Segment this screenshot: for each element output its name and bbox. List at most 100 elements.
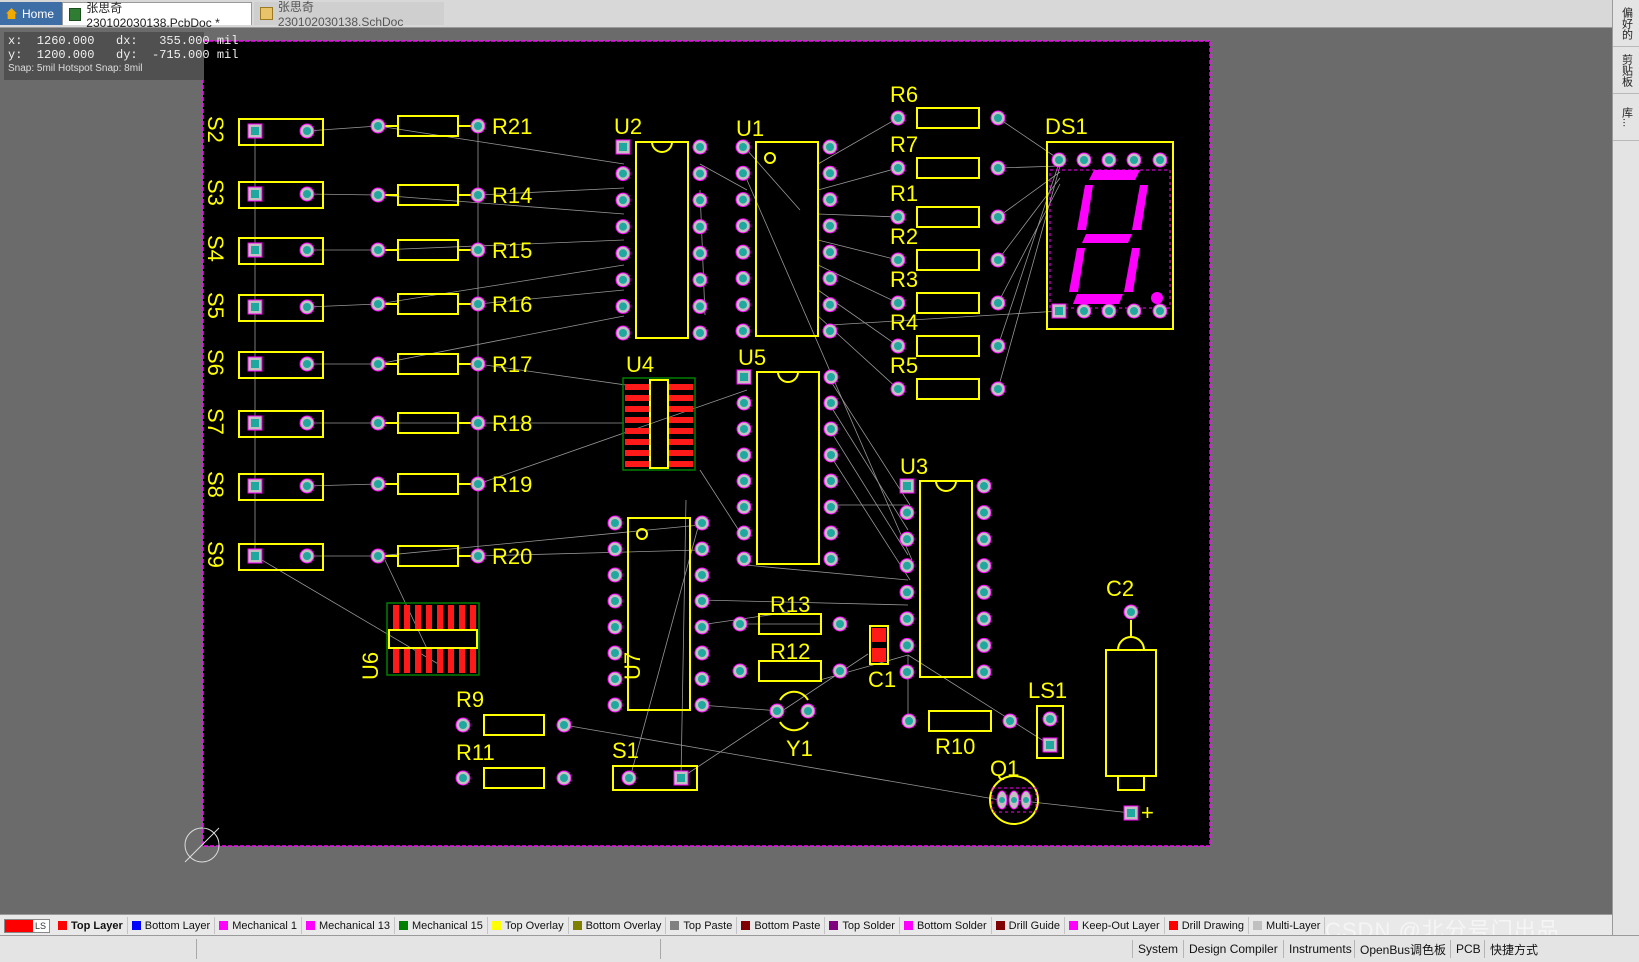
ds1-pin[interactable] (1076, 152, 1092, 168)
ic-pin[interactable] (823, 395, 839, 411)
ic-pin[interactable] (823, 473, 839, 489)
resistor-pad[interactable] (370, 548, 386, 564)
ds1-pin[interactable] (1076, 303, 1092, 319)
ic-pin[interactable] (694, 593, 710, 609)
smd-pad[interactable] (669, 406, 693, 412)
ds1-pin[interactable] (1051, 303, 1067, 319)
smd-pad[interactable] (669, 417, 693, 423)
ic-pin[interactable] (607, 645, 623, 661)
resistor-pad[interactable] (890, 381, 906, 397)
smd-pad[interactable] (393, 605, 399, 629)
smd-pad[interactable] (437, 605, 443, 629)
ds1-pin[interactable] (1152, 303, 1168, 319)
side-panel-clipboard[interactable]: 剪贴板 (1613, 47, 1639, 94)
resistor-pad[interactable] (732, 663, 748, 679)
smd-pad[interactable] (437, 649, 443, 673)
resistor-pad[interactable] (990, 209, 1006, 225)
ic-pin[interactable] (694, 671, 710, 687)
switch-pad-2[interactable] (299, 123, 315, 139)
smd-pad[interactable] (669, 384, 693, 390)
resistor-pad[interactable] (732, 616, 748, 632)
y1-pin[interactable] (800, 703, 816, 719)
switch-pad-1[interactable] (247, 415, 263, 431)
ic-pin[interactable] (735, 218, 751, 234)
smd-pad[interactable] (625, 384, 649, 390)
ic-pin[interactable] (735, 165, 751, 181)
ic-pin[interactable] (976, 505, 992, 521)
smd-pad[interactable] (459, 649, 465, 673)
resistor-pad[interactable] (470, 296, 486, 312)
status-shortcuts-button[interactable]: 快捷方式 (1484, 940, 1543, 958)
ic-pin[interactable] (607, 671, 623, 687)
ic-pin[interactable] (899, 637, 915, 653)
c2-pin[interactable] (1123, 805, 1139, 821)
smd-pad[interactable] (625, 461, 649, 467)
smd-pad[interactable] (669, 395, 693, 401)
switch-pad-2[interactable] (299, 548, 315, 564)
resistor-pad[interactable] (556, 770, 572, 786)
ic-pin[interactable] (615, 325, 631, 341)
smd-pad[interactable] (404, 605, 410, 629)
ic-pin[interactable] (822, 218, 838, 234)
layer-tab-top-layer[interactable]: Top Layer (54, 917, 128, 934)
resistor-pad[interactable] (990, 252, 1006, 268)
layer-tab-drill-drawing[interactable]: Drill Drawing (1165, 917, 1250, 934)
ic-pin[interactable] (823, 447, 839, 463)
ds1-pin[interactable] (1051, 152, 1067, 168)
smd-pad[interactable] (459, 605, 465, 629)
ic-pin[interactable] (822, 165, 838, 181)
c2-pin[interactable] (1123, 604, 1139, 620)
ic-pin[interactable] (735, 270, 751, 286)
ic-pin[interactable] (736, 473, 752, 489)
resistor-pad[interactable] (455, 717, 471, 733)
ic-pin[interactable] (822, 270, 838, 286)
ic-pin[interactable] (976, 611, 992, 627)
tab-home[interactable]: Home (0, 2, 62, 25)
resistor-pad[interactable] (832, 663, 848, 679)
ic-pin[interactable] (615, 298, 631, 314)
ic-pin[interactable] (694, 567, 710, 583)
resistor-pad[interactable] (556, 717, 572, 733)
ic-pin[interactable] (823, 551, 839, 567)
ic-pin[interactable] (735, 297, 751, 313)
ic-pin[interactable] (694, 697, 710, 713)
smd-pad[interactable] (625, 439, 649, 445)
ic-pin[interactable] (607, 515, 623, 531)
ds1-pin[interactable] (1101, 152, 1117, 168)
side-panel-favorites[interactable]: 偏好的 (1613, 0, 1639, 47)
resistor-pad[interactable] (890, 110, 906, 126)
switch-pad-1[interactable] (247, 242, 263, 258)
status-pcb-button[interactable]: PCB (1450, 940, 1486, 958)
switch-pad-1[interactable] (247, 548, 263, 564)
smd-pad[interactable] (404, 649, 410, 673)
resistor-pad[interactable] (455, 770, 471, 786)
layer-tab-mechanical-13[interactable]: Mechanical 13 (302, 917, 395, 934)
ic-pin[interactable] (736, 395, 752, 411)
resistor-pad[interactable] (470, 548, 486, 564)
ic-pin[interactable] (976, 531, 992, 547)
resistor-pad[interactable] (470, 187, 486, 203)
current-layer-indicator[interactable]: LS (4, 918, 50, 933)
ic-pin[interactable] (899, 558, 915, 574)
resistor-pad[interactable] (890, 295, 906, 311)
tab-pcb-document[interactable]: 张思奇230102030138.PcbDoc * (62, 1, 252, 30)
ic-pin[interactable] (976, 664, 992, 680)
ic-pin[interactable] (976, 637, 992, 653)
smd-pad[interactable] (625, 450, 649, 456)
layer-tab-top-paste[interactable]: Top Paste (666, 917, 738, 934)
status-instruments-button[interactable]: Instruments (1283, 940, 1357, 958)
ic-pin[interactable] (976, 558, 992, 574)
ic-pin[interactable] (692, 192, 708, 208)
resistor-pad[interactable] (370, 356, 386, 372)
switch-pad-2[interactable] (299, 356, 315, 372)
switch-pad-2[interactable] (299, 478, 315, 494)
smd-pad[interactable] (393, 649, 399, 673)
ic-pin[interactable] (615, 192, 631, 208)
smd-pad[interactable] (448, 605, 454, 629)
resistor-pad[interactable] (990, 381, 1006, 397)
ic-pin[interactable] (615, 139, 631, 155)
ic-pin[interactable] (692, 298, 708, 314)
ic-pin[interactable] (822, 323, 838, 339)
ic-pin[interactable] (736, 421, 752, 437)
switch-pad-1[interactable] (247, 299, 263, 315)
